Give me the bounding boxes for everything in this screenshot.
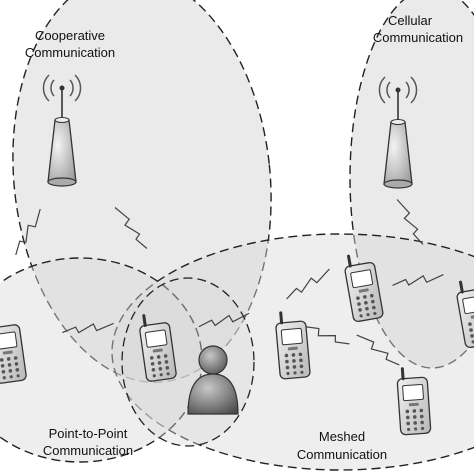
local-cooperation-region bbox=[121, 277, 255, 447]
cellular-label-line2: Communication bbox=[373, 30, 463, 45]
cooperative-label-line2: Communication bbox=[25, 45, 115, 60]
meshed-label-line1: Meshed bbox=[319, 429, 365, 444]
meshed-label-line2: Communication bbox=[297, 447, 387, 462]
point-to-point-label-line2: Communication bbox=[43, 443, 133, 458]
user-silhouette-icon bbox=[187, 345, 239, 415]
cooperative-label-line1: Cooperative bbox=[35, 28, 105, 43]
cellular-label-line1: Cellular bbox=[388, 13, 433, 28]
point-to-point-label-line1: Point-to-Point bbox=[49, 426, 128, 441]
cooperative-communication-region bbox=[12, 0, 272, 384]
